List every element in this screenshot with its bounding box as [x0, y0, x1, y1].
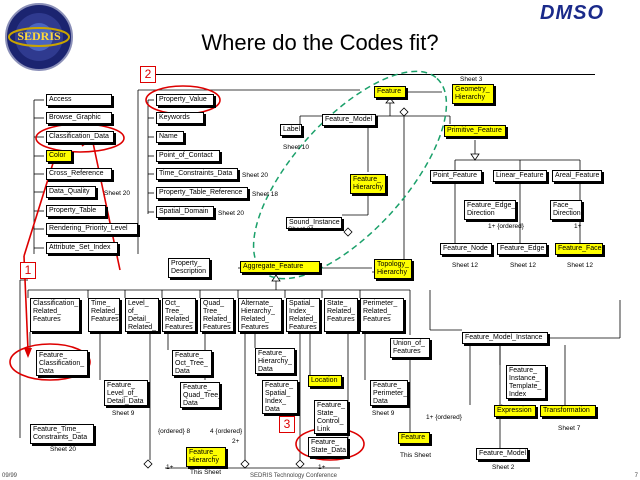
marker-2: 2 [140, 66, 156, 83]
feature-state-control-link-box: Feature_ State_ Control_ Link [314, 400, 348, 434]
sheet-label: Sheet 7 [558, 425, 581, 432]
feature-hierarchy-box: Feature_ Hierarchy [350, 174, 386, 194]
footer-conference: SEDRIS Technology Conference [250, 473, 337, 479]
cross-reference-box: Cross_Reference [46, 168, 112, 180]
areal-feature-box: Areal_Feature [552, 170, 602, 182]
linear-feature-box: Linear_Feature [493, 170, 547, 182]
expression-box: Expression [494, 405, 536, 417]
sheet-label: Sheet 20 [50, 446, 77, 453]
marker-1: 1 [20, 262, 36, 279]
footer-page: 7 [634, 473, 638, 479]
sheet-label: Sheet 3 [460, 76, 483, 83]
sheet-label: Sheet 12 [567, 262, 594, 269]
rendering-priority-box: Rendering_Priority_Level [46, 223, 138, 235]
sheet-label: Sheet 20 [218, 210, 245, 217]
sheet-label: This Sheet [190, 469, 222, 476]
union-of-features-box: Union_of_ Features [390, 338, 430, 358]
multiplicity-label: 1+ {ordered} [488, 223, 524, 230]
sheet-label: This Sheet [400, 452, 432, 459]
feature-state-data-box: Feature_ State_Data [308, 437, 348, 457]
data-quality-box: Data_Quality [46, 186, 96, 198]
multiplicity-label: 1+ [318, 464, 326, 471]
browse-graphic-box: Browse_Graphic [46, 112, 112, 124]
property-table-box: Property_Table [46, 205, 106, 217]
classification-data-box: Classification_Data [46, 131, 114, 143]
slide-title: Where do the Codes fit? [201, 30, 439, 55]
classification-related-features-box: Classification_ Related_ Features [30, 298, 80, 332]
multiplicity-label: {ordered} 8 [158, 428, 191, 435]
time-related-features-box: Time_ Related_ Features [88, 298, 120, 332]
sheet-label: Sheet 20 [104, 190, 131, 197]
spatial-domain-box: Spatial_Domain [156, 206, 214, 218]
property-value-box: Property_Value [156, 94, 214, 106]
feature-edge-box: Feature_Edge [497, 243, 547, 255]
feature-bottom-box: Feature [398, 432, 430, 444]
feature-edge-direction-box: Feature_Edge_ Direction [464, 200, 516, 220]
property-table-reference-box: Property_Table_Reference [156, 187, 248, 199]
face-direction-box: Face_ Direction [550, 200, 582, 220]
marker-3: 3 [279, 416, 295, 433]
footer-date: 09/99 [2, 473, 18, 479]
feature-hierarchy-bottom-box: Feature_ Hierarchy [186, 447, 226, 467]
sheet-label: Sheet 12 [510, 262, 537, 269]
state-related-features-box: State_ Related_ Features [324, 298, 358, 332]
access-box: Access [46, 94, 112, 106]
sheet-label: Sheet 9 [372, 410, 395, 417]
multiplicity-label: 4 {ordered} [210, 428, 243, 435]
color-box: Color [46, 150, 72, 162]
lod-related-features-box: Level_ of_ Detail_ Related_ Features [125, 298, 159, 332]
point-of-contact-box: Point_of_Contact [156, 150, 220, 162]
multiplicity-label: 2+ [232, 438, 240, 445]
spatial-index-related-features-box: Spatial_ Index_ Related_ Features [286, 298, 320, 332]
feature-classification-data-box: Feature_ Classification_ Data [36, 350, 88, 376]
sheet-label: Sheet 18 [252, 191, 279, 198]
point-feature-box: Point_Feature [430, 170, 482, 182]
multiplicity-label: 1+ [166, 464, 174, 471]
feature-perimeter-data-box: Feature_ Perimeter_ Data [370, 380, 408, 406]
sheet-label: Sheet 12 [452, 262, 479, 269]
sedris-logo: SEDRIS [4, 2, 74, 72]
dmso-logo: DMSO [540, 2, 604, 24]
sedris-logo-text: SEDRIS [17, 29, 61, 43]
feature-quad-tree-data-box: Feature_ Quad_Tree_ Data [180, 382, 220, 408]
name-box: Name [156, 131, 184, 143]
quad-tree-related-features-box: Quad_ Tree_ Related_ Features [200, 298, 234, 332]
feature-node-box: Feature_Node [440, 243, 492, 255]
multiplicity-label: 1+ [574, 223, 582, 230]
feature-time-constraints-data-box: Feature_Time_ Constraints_Data [30, 424, 94, 444]
transformation-box: Transformation [540, 405, 596, 417]
sheet-label: Sheet 21 [288, 226, 315, 233]
feature-lod-data-box: Feature_ Level_of_ Detail_Data [104, 380, 148, 406]
label-box: Label [280, 124, 302, 136]
aggregate-feature-box: Aggregate_Feature [240, 261, 320, 273]
topology-hierarchy-box: Topology_ Hierarchy [374, 259, 412, 279]
feature-model-instance-box: Feature_Model_Instance [462, 332, 548, 344]
multiplicity-label: 1+ {ordered} [426, 414, 462, 421]
feature-oct-tree-data-box: Feature_ Oct_Tree_ Data [172, 350, 212, 376]
sound-instance-box: Sound_Instance [286, 217, 342, 229]
feature-instance-template-index-box: Feature_ Instance_ Template_ Index [506, 365, 546, 399]
property-description-box: Property_ Description [168, 258, 210, 278]
perimeter-related-features-box: Perimeter_ Related_ Features [360, 298, 404, 332]
geometry-hierarchy-box: Geometry_ Hierarchy [452, 84, 494, 104]
sheet-label: Sheet 10 [283, 144, 310, 151]
sheet-label: Sheet 9 [112, 410, 135, 417]
feature-model-box: Feature_Model [322, 114, 376, 126]
keywords-box: Keywords [156, 112, 204, 124]
primitive-feature-box: Primitive_Feature [444, 125, 506, 137]
feature-spatial-index-data-box: Feature_ Spatial_ Index_ Data [262, 380, 298, 414]
sheet-label: Sheet 2 [492, 464, 515, 471]
feature-box: Feature [374, 86, 406, 98]
feature-face-box: Feature_Face [555, 243, 603, 255]
location-box: Location [308, 375, 342, 387]
time-constraints-data-box: Time_Constraints_Data [156, 168, 238, 180]
feature-model-bottom-box: Feature_Model [476, 448, 528, 460]
feature-hierarchy-data-box: Feature_ Hierarchy_ Data [255, 348, 295, 374]
sheet-label: Sheet 20 [242, 172, 269, 179]
oct-tree-related-features-box: Oct_ Tree_ Related_ Features [162, 298, 196, 332]
alternate-hierarchy-related-features-box: Alternate_ Hierarchy_ Related_ Features [238, 298, 282, 332]
title-rule [140, 74, 595, 75]
attribute-set-index-box: Attribute_Set_Index [46, 242, 118, 254]
